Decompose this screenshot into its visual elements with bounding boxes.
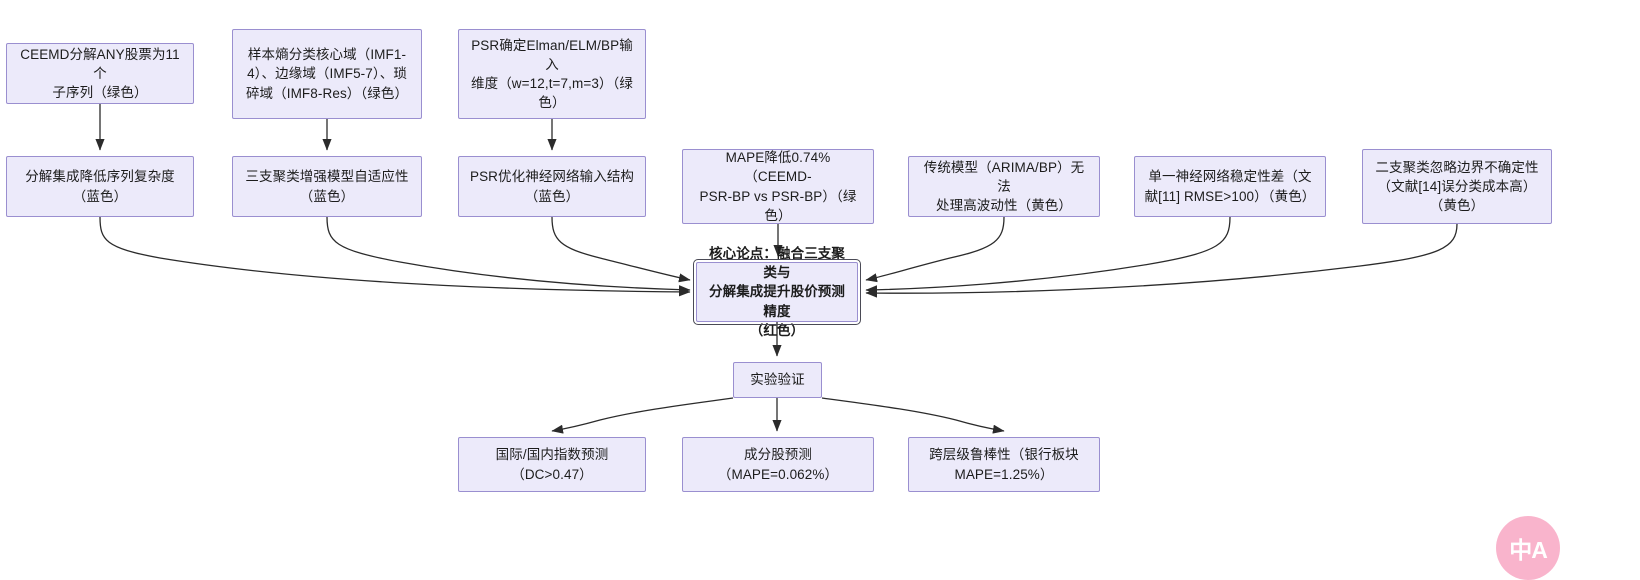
node-label: CEEMD分解ANY股票为11个 子序列（绿色） [20,46,180,101]
watermark-badge: 中A [1496,516,1560,580]
edge-n9-to-core [865,216,1231,295]
node-single-nn-instability[interactable]: 单一神经网络稳定性差（文 献[11] RMSE>100）（黄色） [1134,156,1326,217]
node-label: 单一神经网络稳定性差（文 献[11] RMSE>100）（黄色） [1144,169,1316,204]
node-sample-entropy-clustering[interactable]: 样本熵分类核心域（IMF1- 4）、边缘域（IMF5-7）、琐 碎域（IMF8-… [232,29,422,119]
node-label: 三支聚类增强模型自适应性 （蓝色） [245,169,409,204]
node-psr-optimize-nn-input[interactable]: PSR优化神经网络输入结构 （蓝色） [458,156,646,217]
node-decompose-reduce-complexity[interactable]: 分解集成降低序列复杂度 （蓝色） [6,156,194,217]
node-label: 传统模型（ARIMA/BP）无法 处理高波动性（黄色） [923,159,1085,214]
edge-n5-to-core [326,216,691,295]
node-traditional-model-limitation[interactable]: 传统模型（ARIMA/BP）无法 处理高波动性（黄色） [908,156,1100,217]
node-experiment-validation[interactable]: 实验验证 [733,362,822,398]
edge-n10-to-core [865,223,1458,298]
edge-n8-to-core [865,216,1005,283]
node-label: 成分股预测 （MAPE=0.062%） [717,447,839,482]
node-label: 跨层级鲁棒性（银行板块 MAPE=1.25%） [929,447,1079,482]
node-label: 分解集成降低序列复杂度 （蓝色） [25,169,175,204]
node-label: 实验验证 [750,372,805,388]
node-two-way-clustering-limitation[interactable]: 二支聚类忽略边界不确定性 （文献[14]误分类成本高） （黄色） [1362,149,1552,224]
node-psr-input-dimension[interactable]: PSR确定Elman/ELM/BP输入 维度（w=12,t=7,m=3）（绿 色… [458,29,646,119]
node-label: 国际/国内指数预测 （DC>0.47） [495,447,609,482]
node-label: 二支聚类忽略边界不确定性 （文献[14]误分类成本高） （黄色） [1375,159,1539,214]
node-index-prediction-result[interactable]: 国际/国内指数预测 （DC>0.47） [458,437,646,492]
edge-n11-to-n14 [821,397,1005,434]
node-ceemd-decompose[interactable]: CEEMD分解ANY股票为11个 子序列（绿色） [6,43,194,104]
edge-n6-to-core [551,216,691,283]
node-core-argument[interactable]: 核心论点：融合三支聚类与 分解集成提升股价预测精度 （红色） [693,246,861,338]
edge-n11-to-n12 [551,397,734,434]
node-mape-reduction-evidence[interactable]: MAPE降低0.74%（CEEMD- PSR-BP vs PSR-BP）（绿 色… [682,149,874,224]
node-three-way-clustering-adaptive[interactable]: 三支聚类增强模型自适应性 （蓝色） [232,156,422,217]
node-label: 核心论点：融合三支聚类与 分解集成提升股价预测精度 （红色） [709,246,845,338]
node-component-stock-result[interactable]: 成分股预测 （MAPE=0.062%） [682,437,874,492]
node-label: PSR确定Elman/ELM/BP输入 维度（w=12,t=7,m=3）（绿 色… [471,37,633,111]
node-label: 样本熵分类核心域（IMF1- 4）、边缘域（IMF5-7）、琐 碎域（IMF8-… [245,47,409,101]
edge-n4-to-core [99,216,691,297]
node-cross-level-robustness-result[interactable]: 跨层级鲁棒性（银行板块 MAPE=1.25%） [908,437,1100,492]
node-label: PSR优化神经网络输入结构 （蓝色） [469,169,635,204]
node-label: MAPE降低0.74%（CEEMD- PSR-BP vs PSR-BP）（绿 色… [699,150,857,223]
